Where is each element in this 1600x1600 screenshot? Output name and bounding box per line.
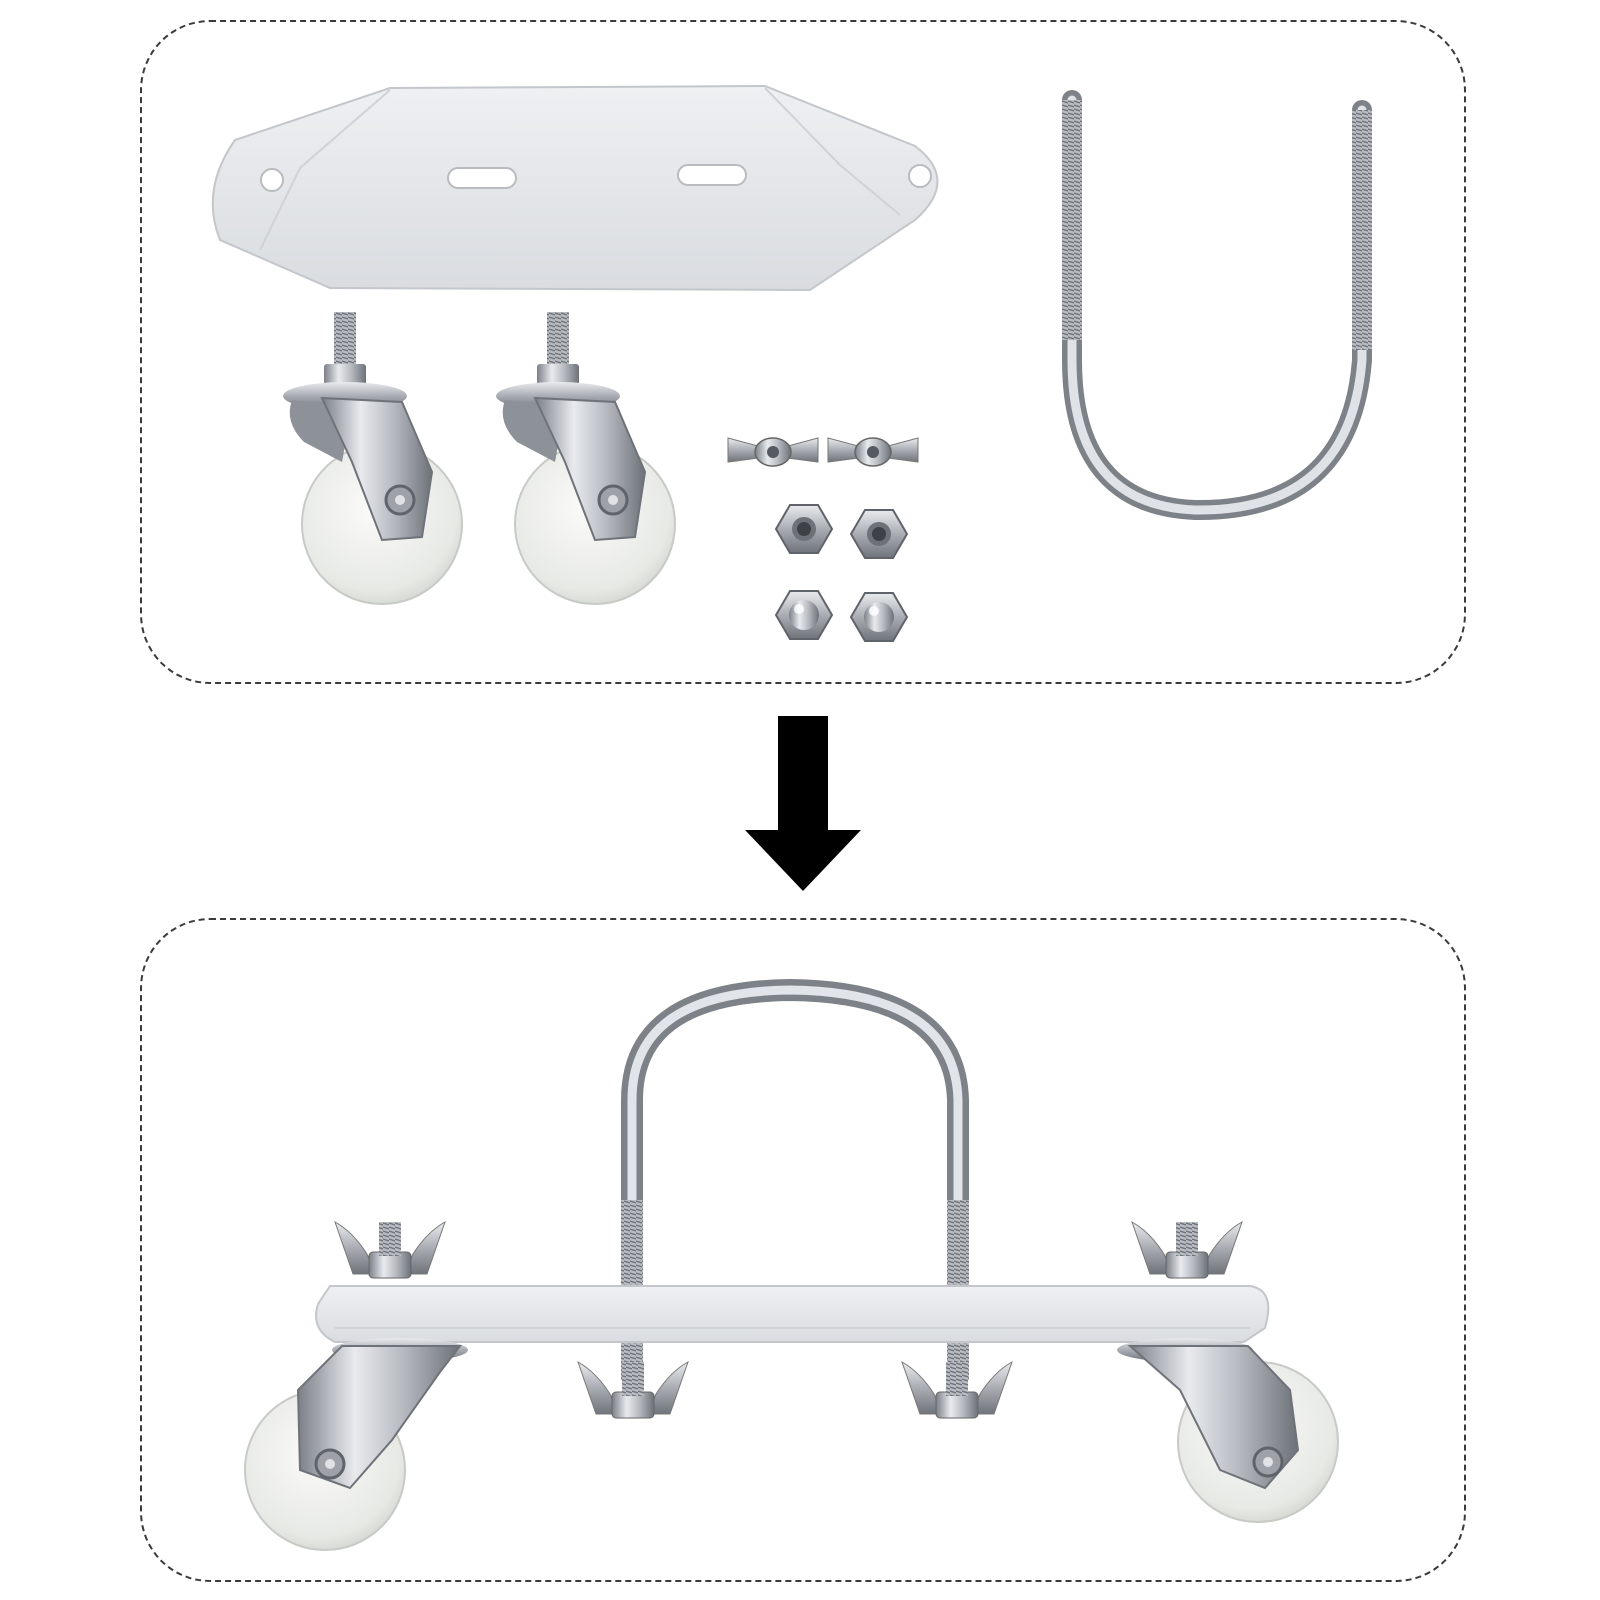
u-bolt (1062, 90, 1372, 521)
down-arrow-icon (745, 716, 861, 891)
mounting-plate (315, 1285, 1270, 1343)
mounting-plate (211, 84, 939, 292)
wing-nut (901, 1361, 1013, 1419)
hex-nut (775, 504, 833, 554)
swivel-caster (244, 1338, 468, 1551)
cap-nut (850, 592, 908, 642)
assembled-panel (140, 918, 1466, 1582)
wing-nut (727, 437, 819, 467)
wing-nut (334, 1221, 446, 1279)
parts-panel (140, 20, 1466, 684)
swivel-caster (281, 310, 464, 606)
wing-nut (1131, 1221, 1243, 1279)
swivel-caster (1117, 1338, 1339, 1523)
swivel-caster (494, 310, 677, 606)
wing-nut (827, 437, 919, 467)
wing-nut (577, 1361, 689, 1419)
hex-nut (850, 509, 908, 559)
cap-nut (775, 590, 833, 640)
